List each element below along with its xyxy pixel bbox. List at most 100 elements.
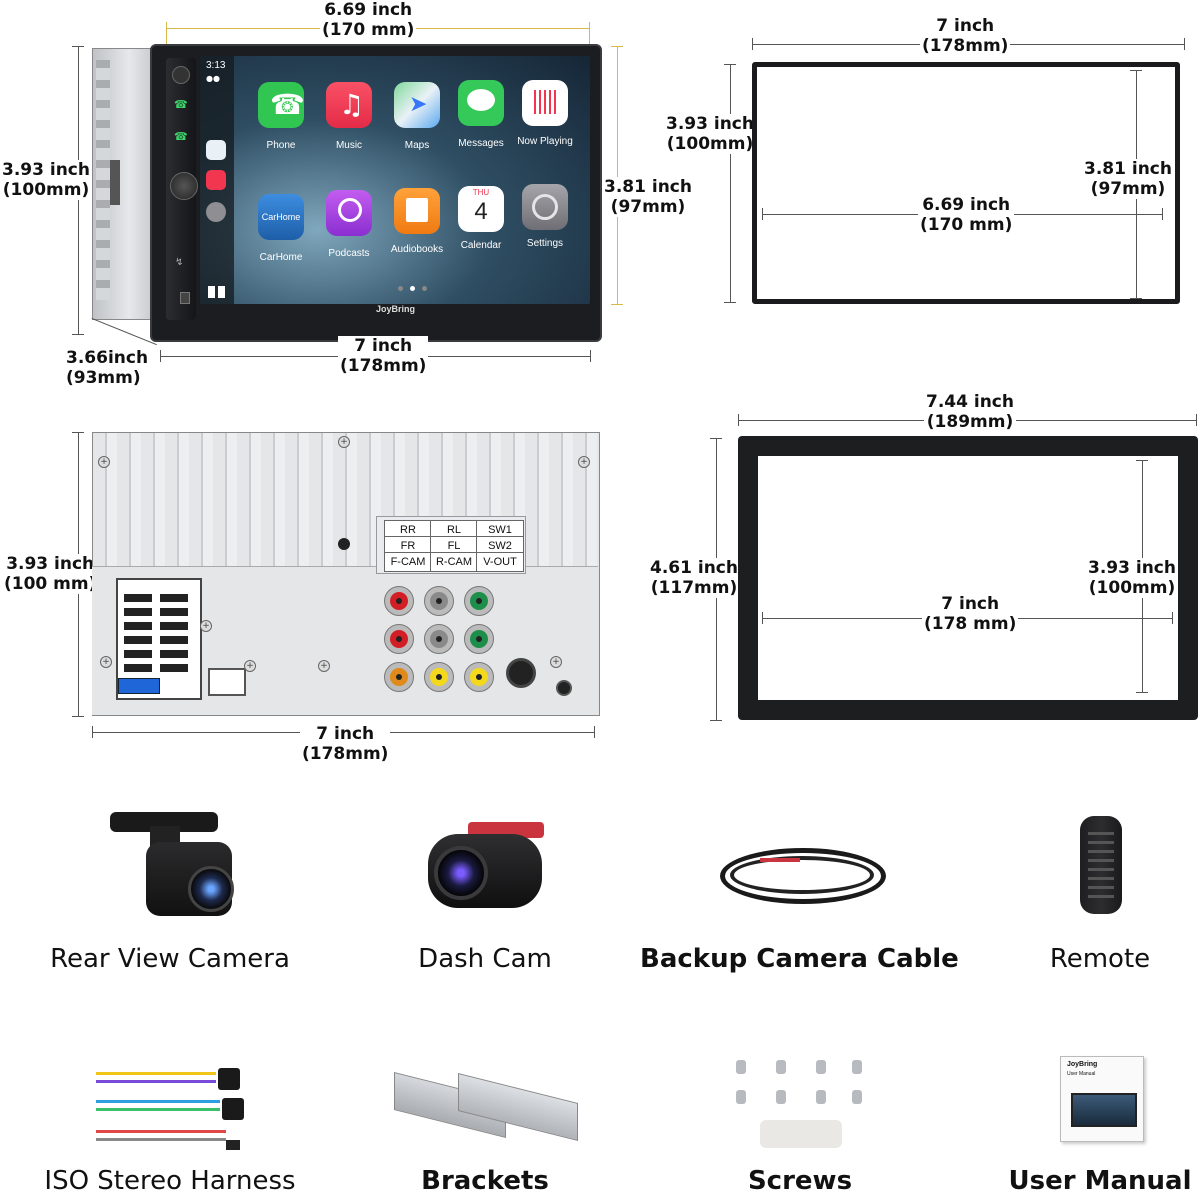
rear-panel-width-dimension: 7 inch(178mm) xyxy=(300,724,391,764)
status-time: 3:13 xyxy=(206,60,226,71)
label-f-cam: F-CAM xyxy=(384,552,432,572)
carplay-screen: 3:13 ●● ☎ Phone ♫ Music ➤ Maps Messages … xyxy=(200,56,590,304)
label-fr: FR xyxy=(384,536,432,556)
rca-jack-fr xyxy=(384,624,414,654)
maps-app-icon[interactable]: ➤ xyxy=(394,82,440,128)
label-v-out: V-OUT xyxy=(476,552,524,572)
screw: + xyxy=(338,436,350,448)
rca-jack-v-out xyxy=(464,662,494,692)
carhome-app-label: CarHome xyxy=(259,252,303,263)
dashboard-grid-icon[interactable] xyxy=(208,286,226,298)
now-playing-app-icon[interactable] xyxy=(522,80,568,126)
carhome-app-icon[interactable]: CarHome xyxy=(258,194,304,240)
screw: + xyxy=(578,456,590,468)
phone-icon[interactable]: ☎ xyxy=(174,98,188,111)
frame-large-width-dimension: 7.44 inch(189mm) xyxy=(924,392,1016,432)
phone-app-label: Phone xyxy=(266,140,296,151)
phone-hangup-icon[interactable]: ☎ xyxy=(174,130,188,143)
accessory-label: Remote xyxy=(1049,944,1151,974)
harness-connector xyxy=(222,1098,244,1120)
accessory-label: Backup Camera Cable xyxy=(640,944,959,974)
now-playing-app-label: Now Playing xyxy=(517,136,573,147)
head-unit-screen-height-dimension: 3.81 inch(97mm) xyxy=(602,177,694,217)
usb-port xyxy=(180,292,190,304)
antenna-port xyxy=(506,658,536,688)
dash-cam-lens xyxy=(434,846,488,900)
frame-small-inner-height-dimension: 3.81 inch(97mm) xyxy=(1082,159,1174,199)
screw-item xyxy=(816,1090,826,1104)
usb-icon: ↯ xyxy=(175,257,184,268)
frame-small-height-dimension: 3.93 inch(100mm) xyxy=(664,114,756,154)
label-r-cam: R-CAM xyxy=(430,552,478,572)
rca-jack-f-cam xyxy=(384,662,414,692)
frame-large-height-dimension: 4.61 inch(117mm) xyxy=(648,558,740,598)
sidebar-settings-icon[interactable] xyxy=(206,202,226,222)
key-tool xyxy=(760,1120,842,1148)
head-unit-top-dimension: 6.69 inch(170 mm) xyxy=(320,0,417,40)
accessory-label: Screws xyxy=(747,1166,853,1196)
rca-jack-rr xyxy=(384,586,414,616)
mic-port xyxy=(556,680,572,696)
screw-item xyxy=(776,1090,786,1104)
screw: + xyxy=(244,660,256,672)
accessory-label: Rear View Camera xyxy=(50,944,290,974)
cable-coil xyxy=(720,848,886,904)
harness-connector xyxy=(218,1068,240,1090)
frame-small-width-dimension: 7 inch(178mm) xyxy=(920,16,1011,56)
head-unit-depth-dimension: 3.66inch(93mm) xyxy=(64,348,151,388)
rca-jack-sw1 xyxy=(464,586,494,616)
screw: + xyxy=(200,620,212,632)
audiobooks-app-label: Audiobooks xyxy=(390,244,444,255)
screw-item xyxy=(776,1060,786,1074)
screw: + xyxy=(550,656,562,668)
audiobooks-app-icon[interactable] xyxy=(394,188,440,234)
screw: + xyxy=(318,660,330,672)
power-button[interactable] xyxy=(172,66,190,84)
manual-cover: JoyBring User Manual xyxy=(1060,1056,1144,1142)
screw-item xyxy=(736,1090,746,1104)
accessory-label: User Manual xyxy=(1008,1166,1192,1196)
rca-jack-r-cam xyxy=(424,662,454,692)
frame-small-inner-width-dimension: 6.69 inch(170 mm) xyxy=(918,195,1015,235)
head-unit-height-dimension: 3.93 inch(100mm) xyxy=(0,160,92,200)
podcasts-app-label: Podcasts xyxy=(328,248,370,259)
screw-item xyxy=(816,1060,826,1074)
calendar-app-icon[interactable]: THU 4 xyxy=(458,186,504,232)
music-app-label: Music xyxy=(335,140,363,151)
screw: + xyxy=(98,456,110,468)
accessory-label: ISO Stereo Harness xyxy=(44,1166,296,1196)
rca-jack-sw2 xyxy=(464,624,494,654)
frame-large-inner-height-dimension: 3.93 inch(100mm) xyxy=(1086,558,1178,598)
head-unit-width-dimension: 7 inch(178mm) xyxy=(338,336,429,376)
rear-panel-height-dimension: 3.93 inch(100 mm) xyxy=(2,554,99,594)
page-dot[interactable] xyxy=(422,286,427,291)
accessory-label: Dash Cam xyxy=(418,944,552,974)
frame-large-inner-width-dimension: 7 inch(178 mm) xyxy=(922,594,1019,634)
frame-small-outline xyxy=(752,62,1180,304)
messages-app-label: Messages xyxy=(458,138,504,149)
screw-item xyxy=(852,1090,862,1104)
screw-item xyxy=(852,1060,862,1074)
volume-knob[interactable] xyxy=(170,172,198,200)
messages-app-icon[interactable] xyxy=(458,80,504,126)
page-dot-active[interactable] xyxy=(410,286,415,291)
rca-jack-fl xyxy=(424,624,454,654)
page-dot[interactable] xyxy=(398,286,403,291)
bracket xyxy=(458,1073,578,1141)
signal-icon: ●● xyxy=(206,74,220,83)
podcasts-app-icon[interactable] xyxy=(326,190,372,236)
screw: + xyxy=(100,656,112,668)
usb-connector xyxy=(118,678,160,694)
phone-app-icon[interactable]: ☎ xyxy=(258,82,305,128)
sidebar-music-icon[interactable] xyxy=(206,170,226,190)
label-sw1: SW1 xyxy=(476,520,524,540)
accessory-label: Brackets xyxy=(421,1166,549,1196)
music-app-icon[interactable]: ♫ xyxy=(326,82,372,128)
brand-logo: JoyBring xyxy=(376,304,416,314)
calendar-app-label: Calendar xyxy=(460,240,502,251)
camera-lens xyxy=(188,866,234,912)
sidebar-maps-icon[interactable] xyxy=(206,140,226,160)
settings-app-label: Settings xyxy=(526,238,564,249)
settings-app-icon[interactable] xyxy=(522,184,568,230)
maps-app-label: Maps xyxy=(404,140,430,151)
